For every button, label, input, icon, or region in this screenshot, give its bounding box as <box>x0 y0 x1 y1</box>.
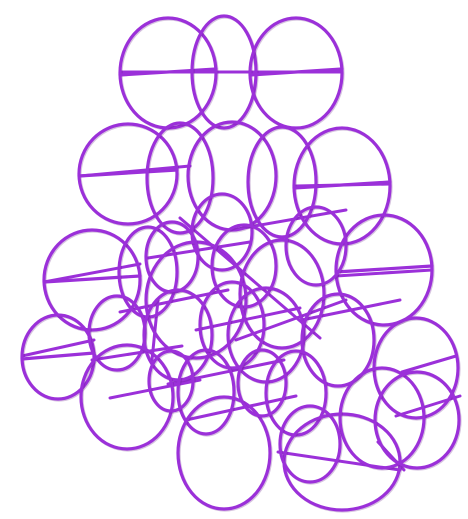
ring <box>79 124 178 225</box>
ring <box>192 194 253 271</box>
connecting-rod <box>402 356 456 372</box>
ring-outline <box>81 345 173 449</box>
connecting-rod <box>110 380 200 398</box>
ring <box>81 345 174 450</box>
ring-outline <box>192 194 252 270</box>
ring <box>286 207 347 286</box>
rings <box>22 16 460 511</box>
ring-outline <box>146 242 246 358</box>
